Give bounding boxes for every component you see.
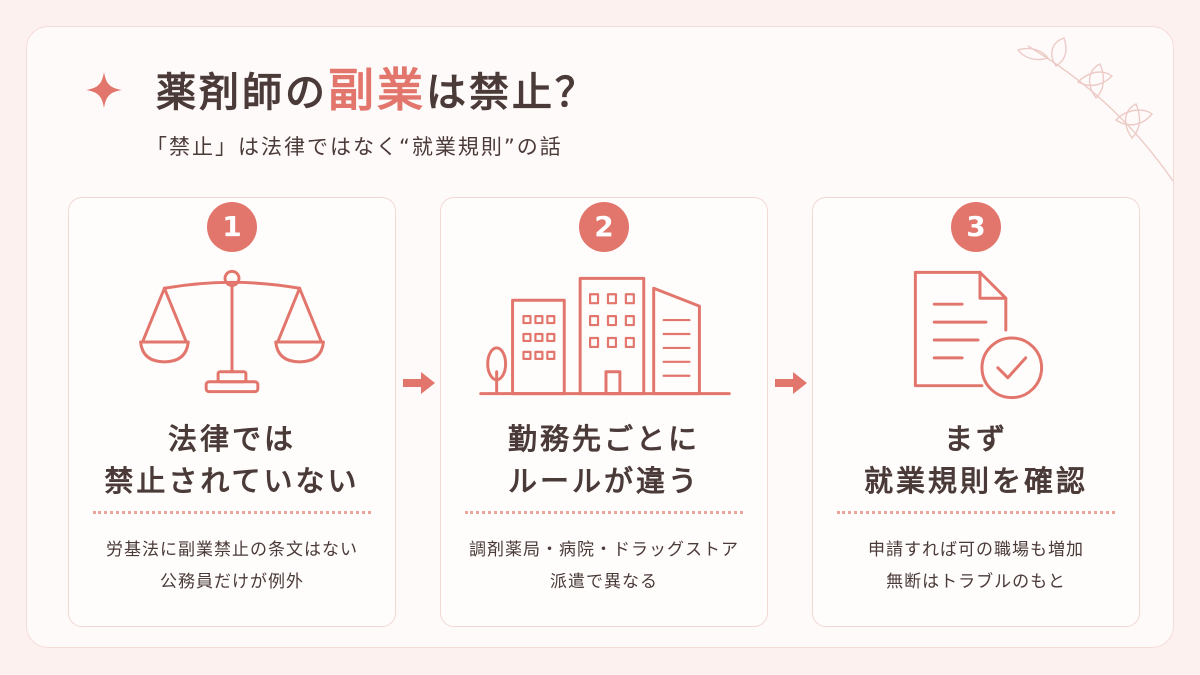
- step-heading: 法律では 禁止されていない: [69, 418, 395, 502]
- step-note-line2: 公務員だけが例外: [160, 572, 304, 592]
- step-heading-line1: まず: [943, 422, 1008, 456]
- dotted-divider: [93, 511, 371, 514]
- dotted-divider: [465, 511, 743, 514]
- document-check-icon: [913, 270, 1044, 400]
- step-number-badge: 1: [207, 202, 257, 252]
- step-heading: まず 就業規則を確認: [813, 418, 1139, 502]
- arrow-right-icon: [403, 372, 435, 394]
- sparkle-icon: [86, 72, 122, 108]
- step-note-line1: 労基法に副業禁止の条文はない: [106, 540, 358, 560]
- dotted-divider: [837, 511, 1115, 514]
- page-subtitle: 「禁止」は法律ではなく“就業規則”の話: [146, 135, 563, 159]
- step-card-1: 1 法律では 禁止されていない 労基法に副業禁止の条文はない 公務員だけが例外: [68, 197, 396, 627]
- step-note-line2: 派遣で異なる: [550, 572, 658, 592]
- step-card-2: 2 勤務先ごとに ルールが違う: [440, 197, 768, 627]
- step-note: 調剤薬局・病院・ドラッグストア 派遣で異なる: [441, 534, 767, 598]
- step-number-badge: 2: [579, 202, 629, 252]
- step-number-badge: 3: [951, 202, 1001, 252]
- page-title: 薬剤師の副業は禁止？: [156, 62, 598, 121]
- scales-icon: [139, 269, 325, 394]
- arrow-right-icon: [775, 372, 807, 394]
- step-heading-line1: 勤務先ごとに: [507, 422, 700, 456]
- step-heading: 勤務先ごとに ルールが違う: [441, 418, 767, 502]
- title-suffix: は禁止？: [426, 70, 598, 116]
- buildings-icon: [479, 276, 731, 396]
- step-heading-line2: 禁止されていない: [104, 464, 360, 498]
- step-note-line1: 申請すれば可の職場も増加: [868, 540, 1084, 560]
- step-note: 労基法に副業禁止の条文はない 公務員だけが例外: [69, 534, 395, 598]
- title-prefix: 薬剤師の: [156, 70, 328, 116]
- step-heading-line2: 就業規則を確認: [863, 464, 1088, 498]
- step-heading-line2: ルールが違う: [507, 464, 700, 498]
- step-note: 申請すれば可の職場も増加 無断はトラブルのもと: [813, 534, 1139, 598]
- title-accent: 副業: [328, 63, 426, 117]
- step-note-line1: 調剤薬局・病院・ドラッグストア: [469, 540, 739, 560]
- step-heading-line1: 法律では: [167, 422, 296, 456]
- step-note-line2: 無断はトラブルのもと: [886, 572, 1066, 592]
- leaf-branch-icon: [1016, 37, 1174, 182]
- step-card-3: 3 まず 就業規則を確認 申請すれば可の職場も増加 無断はトラブルのもと: [812, 197, 1140, 627]
